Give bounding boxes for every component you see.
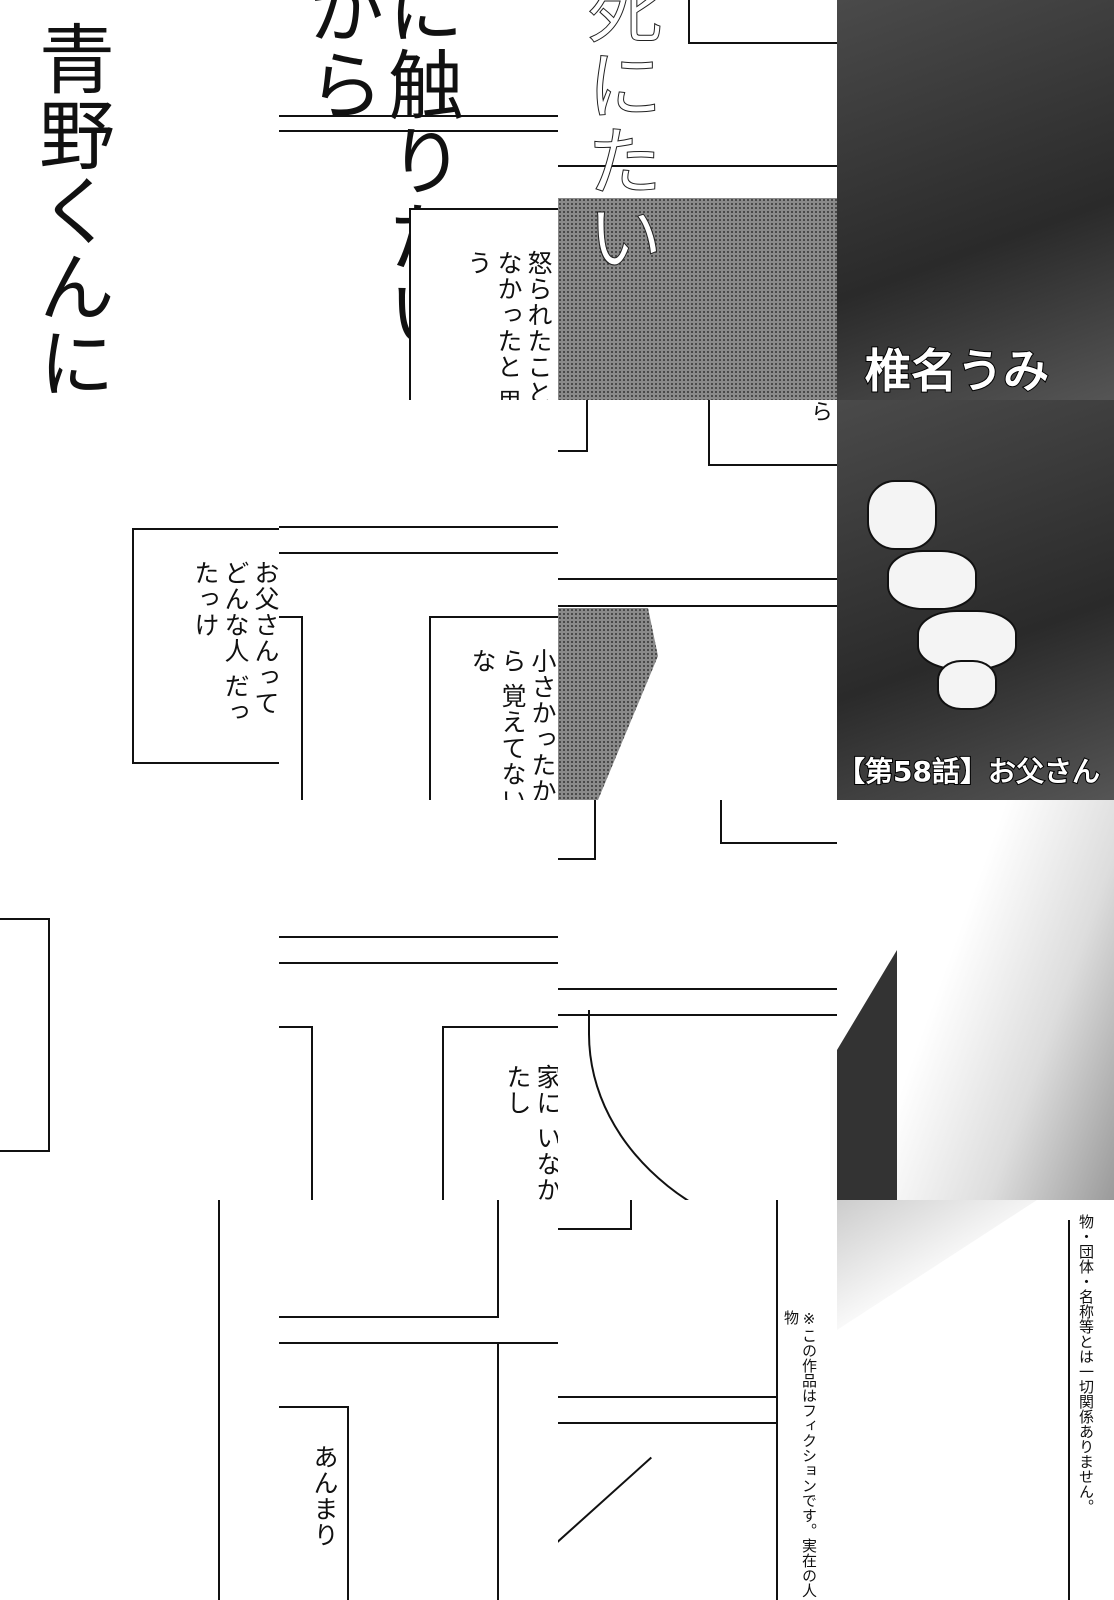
panel-border	[279, 1342, 558, 1344]
panel-border	[558, 165, 837, 167]
finger-drawing	[867, 480, 937, 550]
panel-border	[558, 1396, 778, 1398]
panel-border	[720, 800, 837, 844]
dialogue-text: お父さんって どんな人 だったっけ	[191, 560, 279, 725]
panel-border	[279, 1026, 313, 1200]
tile: 家に いなかったし	[279, 800, 558, 1200]
speech-box: お父さんって どんな人 だったっけ	[132, 528, 279, 764]
panel-border	[218, 1200, 220, 1600]
panel-border	[279, 115, 558, 117]
panel-border	[558, 800, 596, 860]
dialogue-text: ら	[807, 400, 832, 423]
chapter-title: 【第58話】お父さん	[837, 754, 1101, 789]
finger-drawing	[887, 550, 977, 610]
tile	[0, 1200, 279, 1600]
tile: 小さかったから 覚えてないな	[279, 400, 558, 800]
panel-border	[279, 526, 558, 528]
speech-box: 小さかったから 覚えてないな	[429, 616, 558, 800]
series-title-fragment: 死にたい	[574, 0, 664, 275]
dialogue-text: 家に いなかったし	[503, 1064, 558, 1200]
drawing-line	[558, 1456, 652, 1546]
fiction-notice: ※この作品はフィクションです。実在の人物	[782, 1310, 818, 1598]
panel-border	[558, 1422, 778, 1424]
figure-drawing	[588, 1010, 837, 1200]
panel-border	[558, 578, 837, 580]
tile: ら	[558, 400, 837, 800]
panel-border	[558, 605, 837, 607]
panel-border	[497, 1342, 499, 1600]
tile: あんまり	[279, 1200, 558, 1600]
panel-border	[558, 1200, 632, 1230]
finger-drawing	[937, 660, 997, 710]
panel-border	[558, 988, 837, 990]
tile	[558, 800, 837, 1200]
fiction-notice: 物・団体・名称等とは一切関係ありません。	[1077, 1214, 1095, 1514]
panel-border	[0, 918, 50, 1152]
panel-border	[279, 552, 558, 554]
tile-cover-art	[837, 800, 1114, 1200]
tile-title-2: に触りたいから 怒られたこと なかったと 思う	[279, 0, 558, 400]
tile: 物・団体・名称等とは一切関係ありません。	[837, 1200, 1114, 1600]
tile: お父さんって どんな人 だったっけ	[0, 400, 279, 800]
panel-border	[279, 130, 558, 132]
speech-box: 家に いなかったし	[442, 1026, 558, 1200]
panel-border	[279, 936, 558, 938]
tile-cover-art: 椎名うみ	[837, 0, 1114, 400]
series-title-fragment: 青野くんに	[26, 20, 115, 400]
speech-box: あんまり	[279, 1406, 349, 1600]
screentone	[558, 608, 658, 800]
panel-border	[279, 962, 558, 964]
tile-title: 青野くんに	[0, 0, 279, 400]
screentone	[558, 198, 837, 400]
panel-border	[776, 1200, 778, 1600]
tile-cover-art: 【第58話】お父さん	[837, 400, 1114, 800]
tile	[0, 800, 279, 1200]
dialogue-text: 小さかったから 覚えてないな	[468, 648, 557, 800]
panel-border: ら	[708, 400, 837, 466]
speech-box: 怒られたこと なかったと 思う	[409, 208, 558, 400]
panel-border	[1068, 1220, 1070, 1600]
panel-border	[497, 1200, 499, 1318]
panel-border	[558, 400, 588, 452]
tile: ※この作品はフィクションです。実在の人物	[558, 1200, 837, 1600]
dialogue-text: 怒られたこと なかったと 思う	[464, 250, 553, 400]
tile-title-3: 死にたい	[558, 0, 837, 400]
panel-border	[279, 616, 303, 800]
panel-border	[279, 1316, 499, 1318]
panel-border	[688, 0, 837, 44]
dialogue-text: あんまり	[310, 1444, 339, 1548]
screentone	[837, 1200, 1037, 1330]
author-name: 椎名うみ	[864, 343, 1050, 399]
